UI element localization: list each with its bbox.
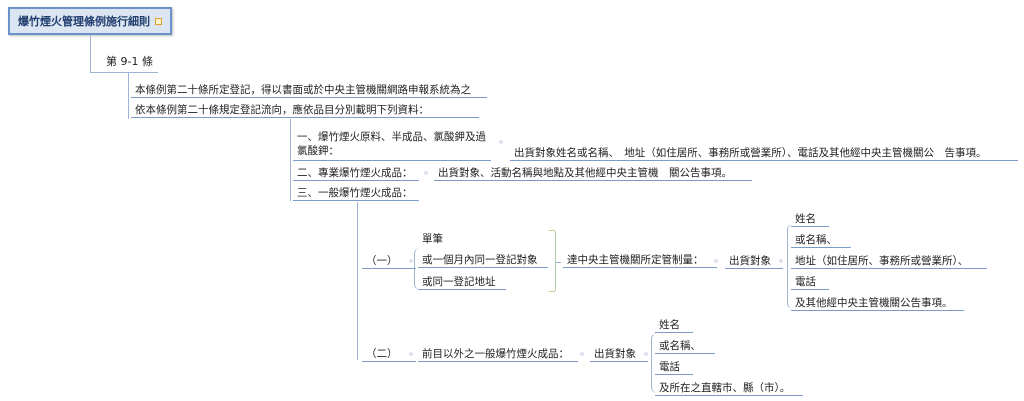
- threshold-text: 達中央主管機關所定管制量：: [567, 254, 704, 266]
- condition-text: 或同一登記地址: [422, 276, 496, 288]
- sub1-field-4[interactable]: 電話: [791, 275, 829, 290]
- field-text: 或名稱、: [795, 234, 837, 246]
- bracket: [549, 230, 556, 292]
- field-text: 電話: [659, 361, 680, 373]
- item-1-label[interactable]: 一、爆竹煙火原料、半成品、氯酸鉀及過 氯酸鉀：: [293, 130, 491, 161]
- field-text: 姓名: [659, 319, 680, 331]
- field-text: 及所在之直轄市、縣（市）。: [659, 382, 791, 394]
- sub2-desc[interactable]: 前目以外之一般爆竹煙火成品：: [418, 347, 578, 362]
- item-1-detail[interactable]: 出貨對象姓名或名稱、 地址（如住居所、事務所或營業所）、電話及其他經中央主管機關…: [510, 146, 1018, 161]
- sub1-label-text: （一）: [366, 255, 398, 267]
- note-icon[interactable]: [155, 17, 162, 25]
- level1-node-1[interactable]: 本條例第二十條所定登記，得以書面或於中央主管機關網路申報系統為之: [131, 83, 487, 98]
- item-3-label-text: 三、一般爆竹煙火成品：: [297, 187, 413, 199]
- item-2-detail[interactable]: 出貨對象、活動名稱與地點及其他經中央主管機 關公告事項。: [434, 166, 752, 181]
- connector-dot: [499, 140, 503, 144]
- field-text: 地址（如住居所、事務所或營業所）、: [795, 255, 969, 267]
- connector: [90, 35, 91, 72]
- sub2-label-text: （二）: [366, 348, 398, 360]
- connector: [290, 119, 291, 201]
- level1-text: 依本條例第二十條規定登記流向，應依品目分別載明下列資料：: [135, 104, 429, 116]
- sub2-target[interactable]: 出貨對象: [590, 347, 648, 362]
- target-text: 出貨對象: [594, 348, 636, 360]
- connector-dot: [580, 352, 584, 356]
- connector-dot: [644, 352, 648, 356]
- sub2-desc-text: 前目以外之一般爆竹煙火成品：: [422, 348, 569, 360]
- sub2-label[interactable]: （二）: [362, 347, 416, 362]
- sub1-field-2[interactable]: 或名稱、: [791, 233, 851, 248]
- connector-dot: [714, 259, 718, 263]
- sub1-condition-2[interactable]: 或一個月內同一登記對象: [418, 253, 548, 268]
- level1-text: 本條例第二十條所定登記，得以書面或於中央主管機關網路申報系統為之: [135, 84, 471, 96]
- item-2-detail-text: 出貨對象、活動名稱與地點及其他經中央主管機 關公告事項。: [438, 167, 732, 179]
- item-1-line2: 氯酸鉀：: [297, 145, 339, 157]
- sub2-field-3[interactable]: 電話: [655, 360, 693, 375]
- sub1-label[interactable]: （一）: [362, 254, 416, 269]
- root-topic[interactable]: 爆竹煙火管理條例施行細則: [8, 7, 172, 35]
- connector: [555, 262, 561, 263]
- target-text: 出貨對象: [729, 255, 771, 267]
- field-text: 電話: [795, 276, 816, 288]
- sub1-field-5[interactable]: 及其他經中央主管機關公告事項。: [791, 296, 964, 311]
- connector: [414, 248, 421, 290]
- field-text: 或名稱、: [659, 340, 701, 352]
- sub1-field-3[interactable]: 地址（如住居所、事務所或營業所）、: [791, 254, 987, 269]
- connector: [90, 72, 158, 73]
- connector: [787, 224, 794, 309]
- connector-dot: [409, 352, 413, 356]
- item-1-line1: 一、爆竹煙火原料、半成品、氯酸鉀及過: [297, 131, 486, 143]
- sub1-target[interactable]: 出貨對象: [725, 254, 783, 269]
- field-text: 及其他經中央主管機關公告事項。: [795, 297, 953, 309]
- sub2-field-2[interactable]: 或名稱、: [655, 339, 715, 354]
- sub1-condition-3[interactable]: 或同一登記地址: [418, 275, 506, 290]
- connector: [128, 73, 129, 119]
- connector-dot: [779, 259, 783, 263]
- item-3-label[interactable]: 三、一般爆竹煙火成品：: [293, 186, 419, 201]
- sub1-threshold[interactable]: 達中央主管機關所定管制量：: [563, 253, 717, 268]
- connector: [651, 333, 658, 393]
- connector: [357, 202, 358, 360]
- article-label: 第 9-1 條: [106, 55, 153, 68]
- item-2-label-text: 二、專業爆竹煙火成品：: [297, 167, 413, 179]
- sub1-field-1[interactable]: 姓名: [791, 212, 829, 227]
- condition-text: 單筆: [422, 233, 443, 245]
- root-title: 爆竹煙火管理條例施行細則: [18, 15, 150, 28]
- level1-node-2[interactable]: 依本條例第二十條規定登記流向，應依品目分別載明下列資料：: [131, 103, 479, 118]
- item-1-detail-text: 出貨對象姓名或名稱、 地址（如住居所、事務所或營業所）、電話及其他經中央主管機關…: [514, 147, 987, 159]
- sub2-field-1[interactable]: 姓名: [655, 318, 693, 333]
- sub1-condition-1[interactable]: 單筆: [418, 232, 447, 246]
- sub2-field-4[interactable]: 及所在之直轄市、縣（市）。: [655, 381, 803, 396]
- field-text: 姓名: [795, 213, 816, 225]
- condition-text: 或一個月內同一登記對象: [422, 254, 538, 266]
- item-2-label[interactable]: 二、專業爆竹煙火成品：: [293, 166, 419, 181]
- connector-dot: [409, 259, 413, 263]
- connector-dot: [424, 171, 428, 175]
- article-node[interactable]: 第 9-1 條: [102, 55, 157, 69]
